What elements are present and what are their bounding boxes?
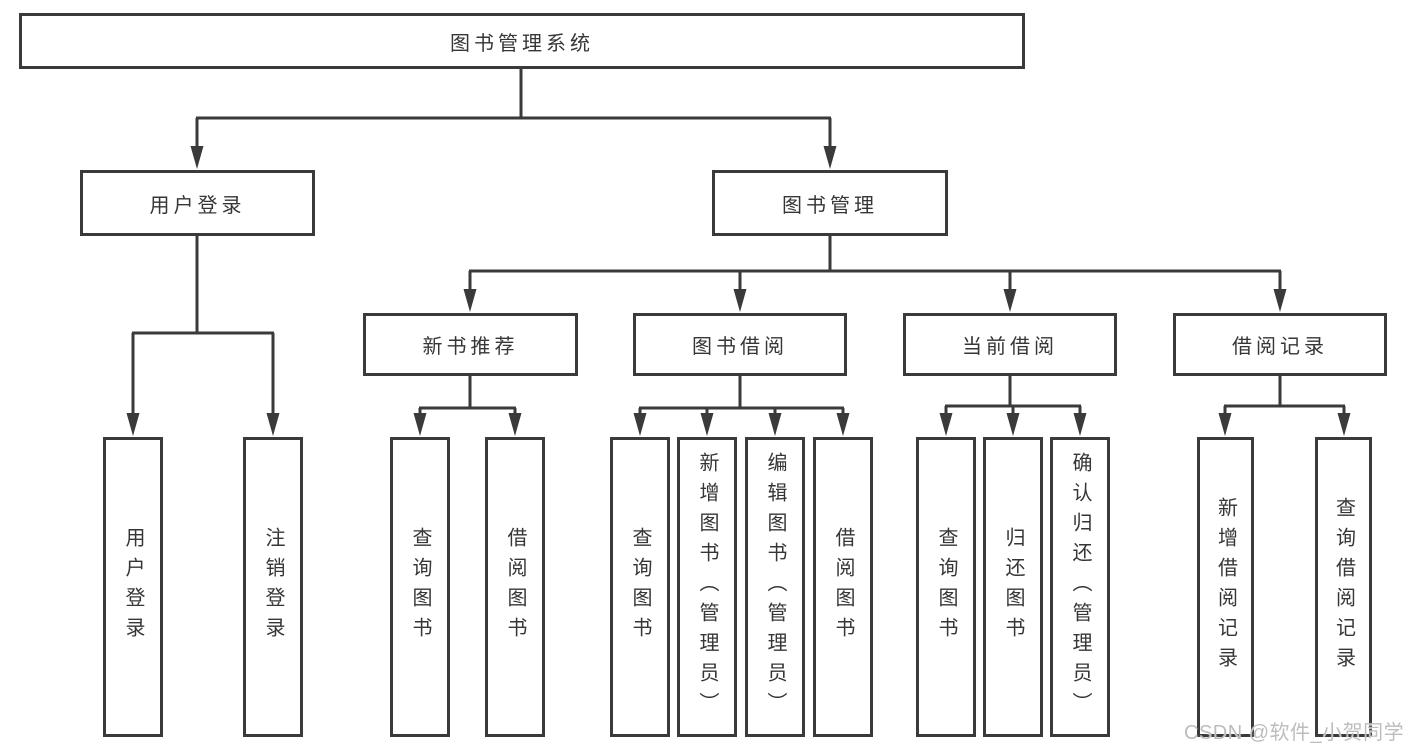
leaf-logout: 注销登录 xyxy=(243,437,303,737)
node-book-borrowing: 图书借阅 xyxy=(633,313,847,376)
leaf-query-books-3: 查询图书 xyxy=(916,437,976,737)
leaf-borrow-books-2: 借阅图书 xyxy=(813,437,873,737)
leaf-edit-books-admin: 编辑图书（管理员） xyxy=(745,437,805,737)
node-label: 用户登录 xyxy=(149,194,246,217)
leaf-user-login: 用户登录 xyxy=(103,437,163,737)
node-label: 借阅图书 xyxy=(832,527,854,647)
leaf-query-books-1: 查询图书 xyxy=(390,437,450,737)
node-label: 新增图书（管理员） xyxy=(696,452,718,722)
node-label: 查询图书 xyxy=(409,527,431,647)
node-label: 新增借阅记录 xyxy=(1214,497,1237,677)
node-label: 图书借阅 xyxy=(692,336,788,358)
node-label: 注销登录 xyxy=(262,527,284,647)
node-label: 图书管理系统 xyxy=(450,32,594,55)
leaf-query-books-2: 查询图书 xyxy=(610,437,670,737)
node-label: 用户登录 xyxy=(122,527,144,647)
node-current-borrowing: 当前借阅 xyxy=(903,313,1117,376)
leaf-add-books-admin: 新增图书（管理员） xyxy=(677,437,737,737)
node-label: 当前借阅 xyxy=(962,336,1058,358)
node-label: 查询借阅记录 xyxy=(1332,497,1355,677)
node-label: 编辑图书（管理员） xyxy=(764,452,786,722)
node-label: 借阅记录 xyxy=(1232,336,1328,358)
node-label: 借阅图书 xyxy=(504,527,526,647)
leaf-borrow-books-1: 借阅图书 xyxy=(485,437,545,737)
node-label: 新书推荐 xyxy=(422,336,519,358)
node-borrowing-records: 借阅记录 xyxy=(1173,313,1387,376)
node-label: 确认归还（管理员） xyxy=(1069,452,1091,722)
leaf-query-borrow-record: 查询借阅记录 xyxy=(1315,437,1372,737)
watermark: CSDN @软件_小贺同学 xyxy=(1184,722,1405,744)
node-book-management-branch: 图书管理 xyxy=(712,170,948,236)
node-label: 归还图书 xyxy=(1002,527,1024,647)
node-root-system: 图书管理系统 xyxy=(19,13,1025,69)
leaf-confirm-return-admin: 确认归还（管理员） xyxy=(1050,437,1110,737)
node-label: 查询图书 xyxy=(935,527,957,647)
leaf-return-books: 归还图书 xyxy=(983,437,1043,737)
node-new-book-recommend: 新书推荐 xyxy=(363,313,578,376)
leaf-add-borrow-record: 新增借阅记录 xyxy=(1197,437,1254,737)
node-label: 查询图书 xyxy=(629,527,651,647)
node-label: 图书管理 xyxy=(782,194,878,217)
node-user-login-branch: 用户登录 xyxy=(80,170,315,236)
arrowhead-icons xyxy=(126,146,1351,436)
